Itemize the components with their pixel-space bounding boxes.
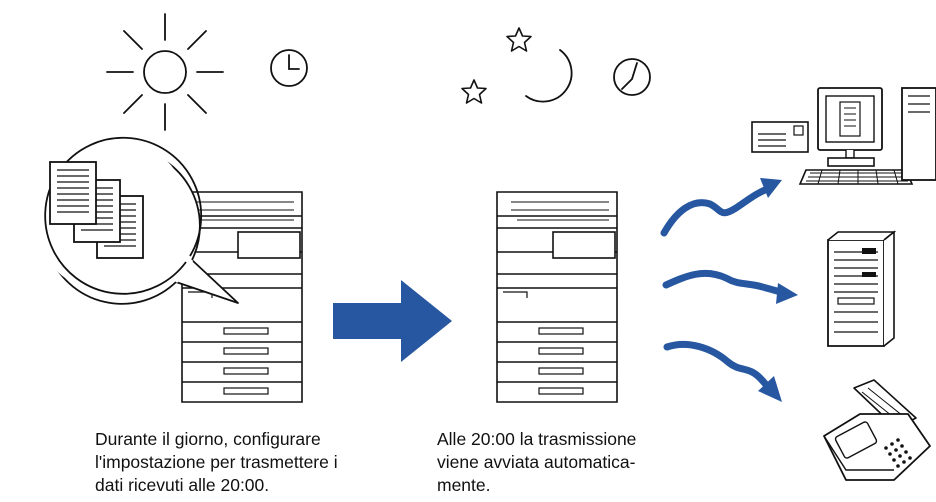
daytime-caption-line: Durante il giorno, configurare [95,429,321,449]
night-caption-line: Alle 20:00 la trasmissione [437,429,637,449]
star-icon [461,79,487,104]
daytime-caption: Durante il giorno, configurare l'imposta… [95,428,338,497]
computer-with-email-icon [751,87,936,185]
transmission-arrow-to-computer [660,178,782,237]
night-copier [496,191,618,403]
sun-icon [106,13,224,131]
moon-icon [525,49,573,103]
night-caption-line: viene avviata automatica- [437,452,636,472]
daytime-caption-line: l'impostazione per trasmettere i [95,452,338,472]
envelope-icon [751,121,809,153]
night-caption: Alle 20:00 la trasmissione viene avviata… [437,428,636,497]
server-icon [827,230,897,347]
clock-icon [613,58,651,96]
star-icon [506,27,532,52]
transmission-arrows [660,178,798,402]
daytime-caption-line: dati ricevuti alle 20:00. [95,475,270,495]
clock-icon [270,49,308,87]
fax-machine-icon [823,379,931,481]
speech-bubble-received-data [33,136,239,305]
night-caption-line: mente. [437,475,491,495]
transmission-arrow-to-fax [663,340,782,402]
next-step-arrow [333,280,452,362]
transmission-arrow-to-server [662,269,798,304]
